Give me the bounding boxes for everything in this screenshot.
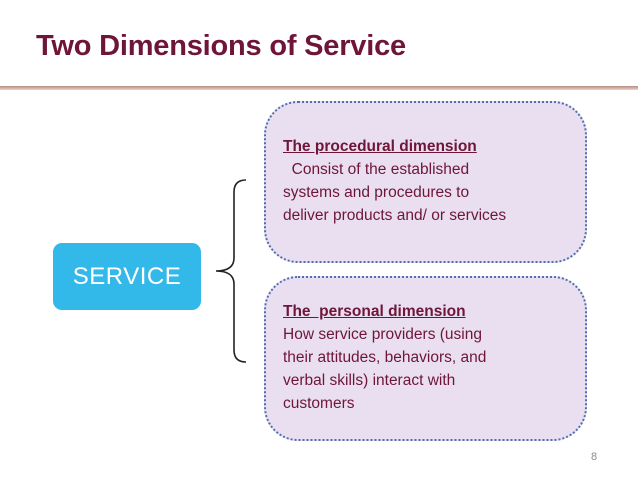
- procedural-dimension-text: Consist of the established systems and p…: [283, 161, 507, 224]
- personal-dimension-text: How service providers (using their attit…: [283, 326, 487, 412]
- procedural-dimension-heading: The procedural dimension: [283, 138, 477, 155]
- page-number: 8: [591, 451, 598, 463]
- curly-brace-connector: [215, 179, 247, 363]
- procedural-dimension-box: The procedural dimension Consist of the …: [264, 101, 587, 263]
- service-box: SERVICE: [53, 243, 201, 310]
- personal-dimension-box: The personal dimension How service provi…: [264, 276, 587, 441]
- title-divider: [0, 86, 638, 90]
- personal-dimension-heading: The personal dimension: [283, 303, 466, 320]
- service-label: SERVICE: [72, 262, 182, 290]
- slide-title: Two Dimensions of Service: [36, 30, 406, 62]
